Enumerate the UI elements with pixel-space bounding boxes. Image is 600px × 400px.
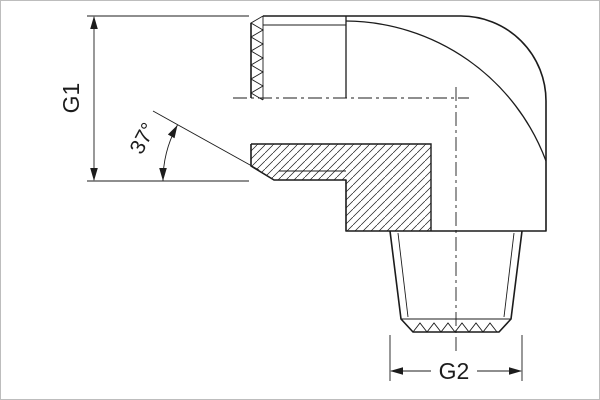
bottom-thread-root-left bbox=[397, 232, 409, 318]
angle-arrow-top bbox=[167, 125, 178, 139]
bottom-thread-root-right bbox=[503, 232, 515, 318]
left-thread-profile-zigzag bbox=[250, 15, 264, 101]
elbow-inner-corner-arc bbox=[345, 20, 547, 162]
g1-label: G1 bbox=[58, 83, 84, 114]
g2-arrow-right bbox=[509, 367, 522, 375]
g2-arrow-left bbox=[390, 367, 403, 375]
bottom-thread-outline bbox=[389, 230, 523, 333]
part-outer-contour bbox=[250, 15, 547, 232]
angle-leader-line bbox=[152, 110, 260, 171]
dimension-g1: G1 bbox=[58, 15, 249, 182]
g1-arrow-bottom bbox=[90, 168, 98, 181]
bottom-thread-profile-zigzag bbox=[412, 322, 498, 333]
section-hatch-area bbox=[251, 144, 431, 231]
g2-label: G2 bbox=[439, 358, 470, 384]
dimension-angle-37: 37° bbox=[126, 110, 260, 182]
g1-arrow-top bbox=[90, 16, 98, 29]
bore-contour bbox=[251, 143, 432, 231]
angle-label: 37° bbox=[126, 119, 161, 158]
dimension-g2: G2 bbox=[389, 335, 523, 384]
angle-arrow-bottom bbox=[159, 168, 167, 181]
